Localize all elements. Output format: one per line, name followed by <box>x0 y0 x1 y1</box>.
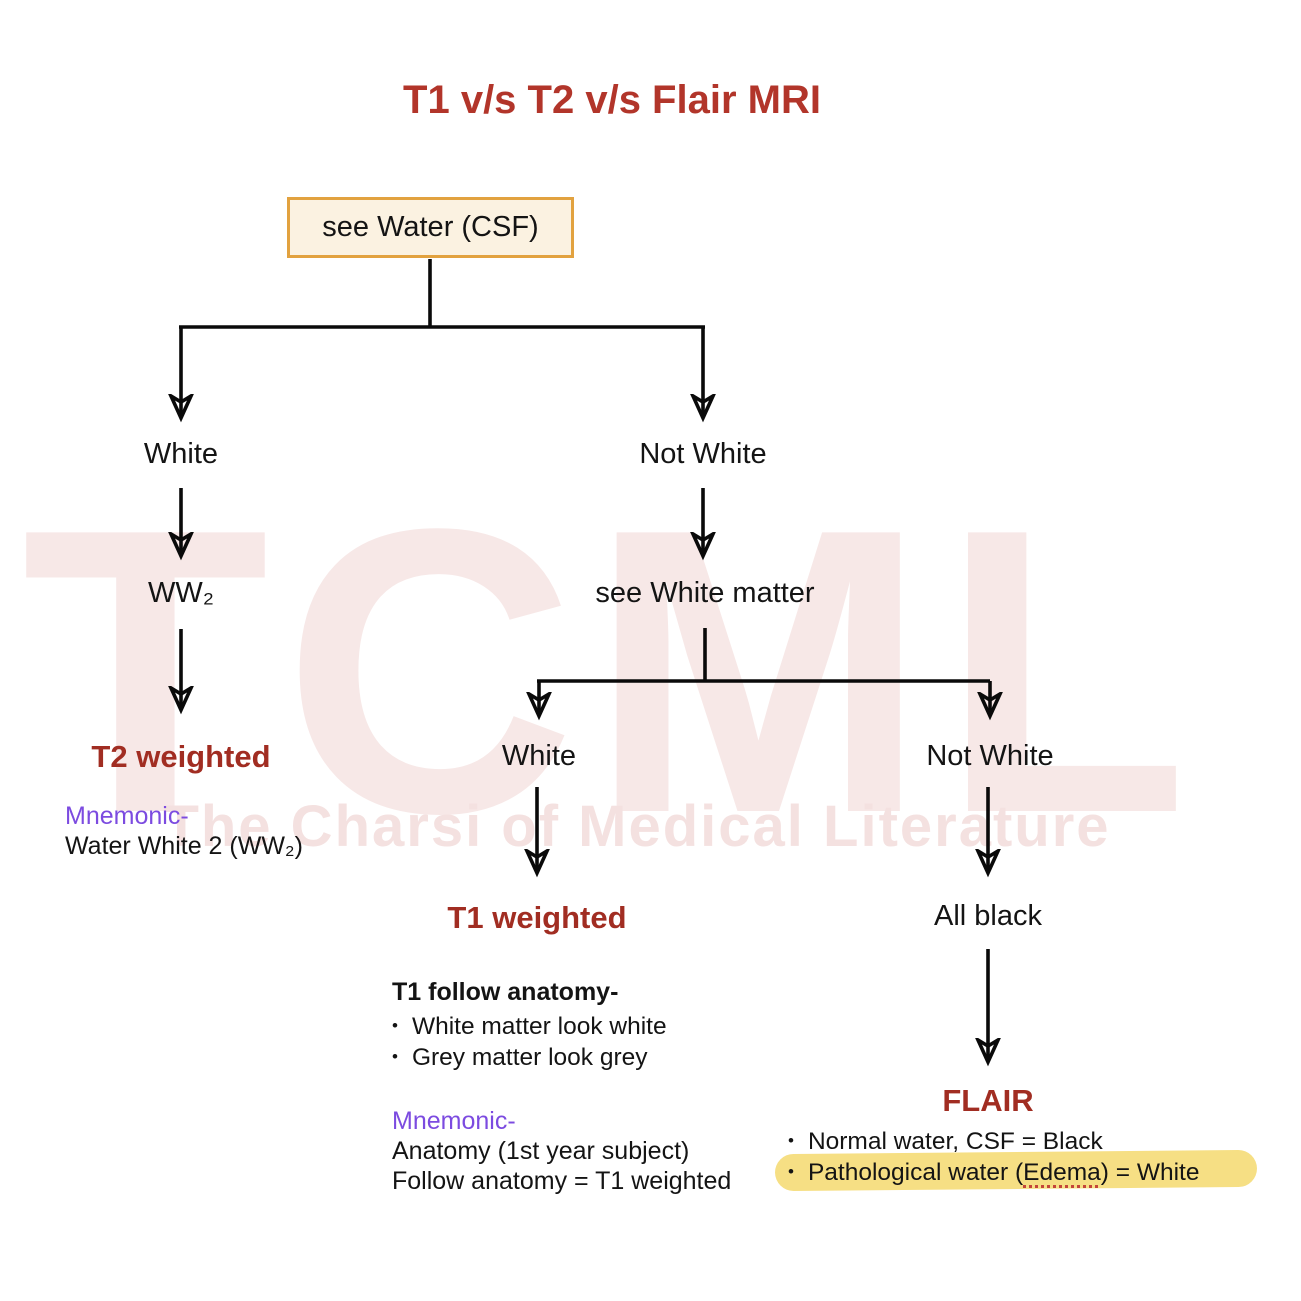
node-white-2: White <box>501 740 577 772</box>
root-node-label: see Water (CSF) <box>322 211 539 243</box>
t1-notes-block: T1 follow anatomy- • White matter look w… <box>392 977 731 1196</box>
t1-mnemonic-line-2: Follow anatomy = T1 weighted <box>392 1167 732 1195</box>
flair-bullet-2-prefix: Pathological water ( <box>807 1159 1024 1186</box>
heading-flair: FLAIR <box>942 1083 1034 1118</box>
flair-bullet-1: Normal water, CSF = Black <box>807 1128 1103 1155</box>
t1-bullet-2: Grey matter look grey <box>411 1044 648 1071</box>
heading-t1-weighted: T1 weighted <box>447 900 627 935</box>
flair-bullet-2-suffix: ) = White <box>1100 1159 1200 1186</box>
node-all-black: All black <box>934 900 1042 932</box>
bullet-icon: • <box>788 1131 794 1150</box>
flair-bullet-2: Pathological water (Edema) = White <box>808 1158 1200 1187</box>
node-not-white-1: Not White <box>639 438 767 470</box>
heading-t2-weighted: T2 weighted <box>91 739 271 774</box>
node-ww2: WW₂ <box>147 577 215 609</box>
t1-mnemonic-line-1: Anatomy (1st year subject) <box>392 1137 690 1165</box>
page-title: T1 v/s T2 v/s Flair MRI <box>403 78 821 122</box>
t2-mnemonic-label: Mnemonic- <box>65 802 189 830</box>
t2-mnemonic-block: Mnemonic- Water White 2 (WW₂) <box>65 801 303 861</box>
t1-notes-heading: T1 follow anatomy- <box>392 978 619 1006</box>
list-item: • Normal water, CSF = Black <box>788 1127 1199 1158</box>
node-see-white-matter: see White matter <box>595 577 815 609</box>
list-item: • Grey matter look grey <box>392 1043 731 1074</box>
list-item: • Pathological water (Edema) = White <box>788 1158 1199 1189</box>
node-white-1: White <box>143 438 219 470</box>
t2-mnemonic-text: Water White 2 (WW₂) <box>65 832 303 860</box>
t1-notes-bullets: • White matter look white • Grey matter … <box>392 1012 731 1074</box>
bullet-icon: • <box>392 1016 398 1035</box>
root-node-see-water-csf: see Water (CSF) <box>287 197 574 258</box>
t1-bullet-1: White matter look white <box>411 1013 667 1040</box>
t1-mnemonic-label: Mnemonic- <box>392 1107 516 1135</box>
list-item: • White matter look white <box>392 1012 731 1043</box>
flair-notes-block: • Normal water, CSF = Black • Pathologic… <box>788 1127 1199 1189</box>
flair-bullet-2-edema: Edema <box>1023 1159 1101 1186</box>
node-not-white-2: Not White <box>926 740 1054 772</box>
watermark-acronym: TCML <box>21 444 1203 897</box>
watermark-tagline: The Charsi of Medical Literature <box>163 794 1111 859</box>
bullet-icon: • <box>788 1162 794 1181</box>
bullet-icon: • <box>392 1047 398 1066</box>
